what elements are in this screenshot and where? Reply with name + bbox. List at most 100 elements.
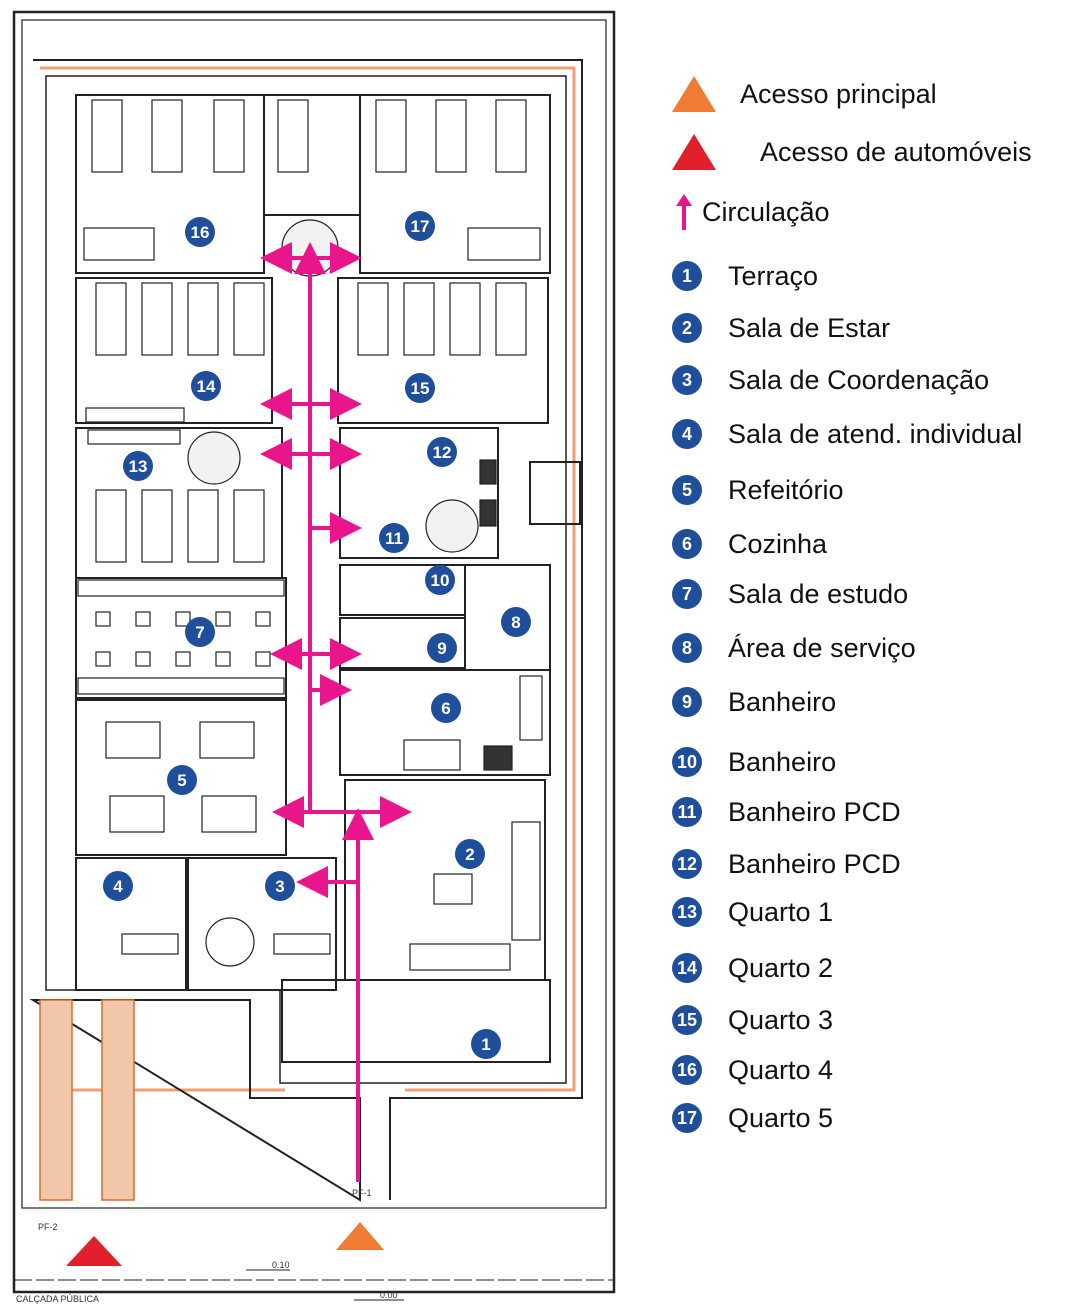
legend-room-number-badge: 11 [672,797,702,827]
legend-room-number-badge: 13 [672,897,702,927]
legend-room-number-badge: 16 [672,1055,702,1085]
legend-room-number-badge: 4 [672,419,702,449]
svg-text:1: 1 [481,1035,490,1054]
legend-room-label: Quarto 2 [728,952,834,983]
room-marker-15: 15 [405,373,435,403]
main-access-marker [336,1222,384,1250]
legend-room-number-badge: 17 [672,1103,702,1133]
legend-room-number-badge: 6 [672,529,702,559]
legend-room-label: Sala de Estar [728,312,891,343]
svg-text:12: 12 [433,443,452,462]
legend-room-number-badge: 14 [672,953,702,983]
legend-room-number-badge: 7 [672,579,702,609]
legend-room-label: Banheiro [728,686,837,717]
driveway [39,999,135,1201]
room-marker-3: 3 [265,871,295,901]
room-marker-17: 17 [405,211,435,241]
legend-room-label: Sala de estudo [728,578,909,609]
legend-room-label: Sala de atend. individual [728,418,1023,449]
room-marker-12: 12 [427,437,457,467]
legend-room-number-badge: 8 [672,633,702,663]
gate-1-label: PF-1 [352,1188,372,1198]
legend-room-11: 11 Banheiro PCD [672,790,901,834]
building-inner-wall [45,75,567,1084]
room-walls [75,94,581,1063]
legend-room-label: Cozinha [728,528,828,559]
legend-room-number-badge: 5 [672,475,702,505]
legend-room-14: 14 Quarto 2 [672,946,833,990]
room-marker-1: 1 [471,1029,501,1059]
room-marker-2: 2 [455,839,485,869]
legend-room-label: Área de serviço [728,632,916,663]
legend-room-number-badge: 9 [672,687,702,717]
beds [83,99,541,563]
room-marker-11: 11 [379,523,409,553]
legend-room-17: 17 Quarto 5 [672,1096,833,1140]
legend-room-number-badge: 15 [672,1005,702,1035]
triangle-red-icon [672,134,716,170]
legend-room-5: 5 Refeitório [672,468,844,512]
legend-room-label: Quarto 1 [728,896,834,927]
legend-room-number-badge: 12 [672,849,702,879]
room-marker-5: 5 [167,765,197,795]
legend-room-label: Quarto 5 [728,1102,834,1133]
svg-text:3: 3 [275,877,284,896]
gate-2-label: PF-2 [38,1222,58,1232]
legend-main-access: Acesso principal [672,72,937,116]
circulation-arrows [260,242,412,1182]
svg-text:14: 14 [197,377,216,396]
arrow-up-icon [676,194,692,230]
room-marker-9: 9 [427,633,457,663]
legend-room-9: 9 Banheiro [672,680,836,724]
floor-plan: 0.10 0.00 CALÇADA PÚBLICA PF-1 PF-2 1234… [12,10,616,1304]
legend-room-6: 6 Cozinha [672,522,827,566]
level-marker-lower: 0.00 [354,1290,404,1301]
legend-room-label: Banheiro [728,746,837,777]
furniture [77,407,543,971]
svg-text:16: 16 [191,223,210,242]
svg-text:0.10: 0.10 [272,1260,290,1270]
car-access-marker [66,1236,122,1266]
street-label: CALÇADA PÚBLICA [16,1294,99,1304]
svg-text:15: 15 [411,379,430,398]
legend-room-2: 2 Sala de Estar [672,306,890,350]
svg-text:13: 13 [129,457,148,476]
legend-room-label: Refeitório [728,474,844,505]
legend-car-access: Acesso de automóveis [672,130,1032,174]
svg-text:0.00: 0.00 [380,1290,398,1300]
legend-room-label: Banheiro PCD [728,796,901,827]
room-marker-13: 13 [123,451,153,481]
room-marker-4: 4 [103,871,133,901]
legend-room-13: 13 Quarto 1 [672,890,833,934]
legend-room-number-badge: 3 [672,365,702,395]
legend-room-1: 1 Terraço [672,254,818,298]
svg-text:6: 6 [441,699,450,718]
legend-room-label: Terraço [728,260,819,291]
legend-room-7: 7 Sala de estudo [672,572,908,616]
lot-inner-line [21,19,607,1209]
legend-car-access-label: Acesso de automóveis [760,136,1032,167]
room-marker-8: 8 [501,607,531,637]
building-setback-line [40,66,576,1092]
svg-text:11: 11 [385,529,403,548]
room-marker-6: 6 [431,693,461,723]
legend-main-access-label: Acesso principal [740,78,937,109]
legend-room-8: 8 Área de serviço [672,626,916,670]
svg-text:9: 9 [437,639,446,658]
legend-room-16: 16 Quarto 4 [672,1048,833,1092]
legend-room-label: Quarto 4 [728,1054,834,1085]
triangle-orange-icon [672,76,716,112]
svg-text:7: 7 [195,623,204,642]
legend-room-number-badge: 2 [672,313,702,343]
level-marker-upper: 0.10 [246,1260,290,1271]
legend-room-number-badge: 1 [672,261,702,291]
legend-circulation: Circulação [672,190,830,234]
room-marker-14: 14 [191,371,221,401]
room-marker-7: 7 [185,617,215,647]
svg-text:8: 8 [511,613,520,632]
